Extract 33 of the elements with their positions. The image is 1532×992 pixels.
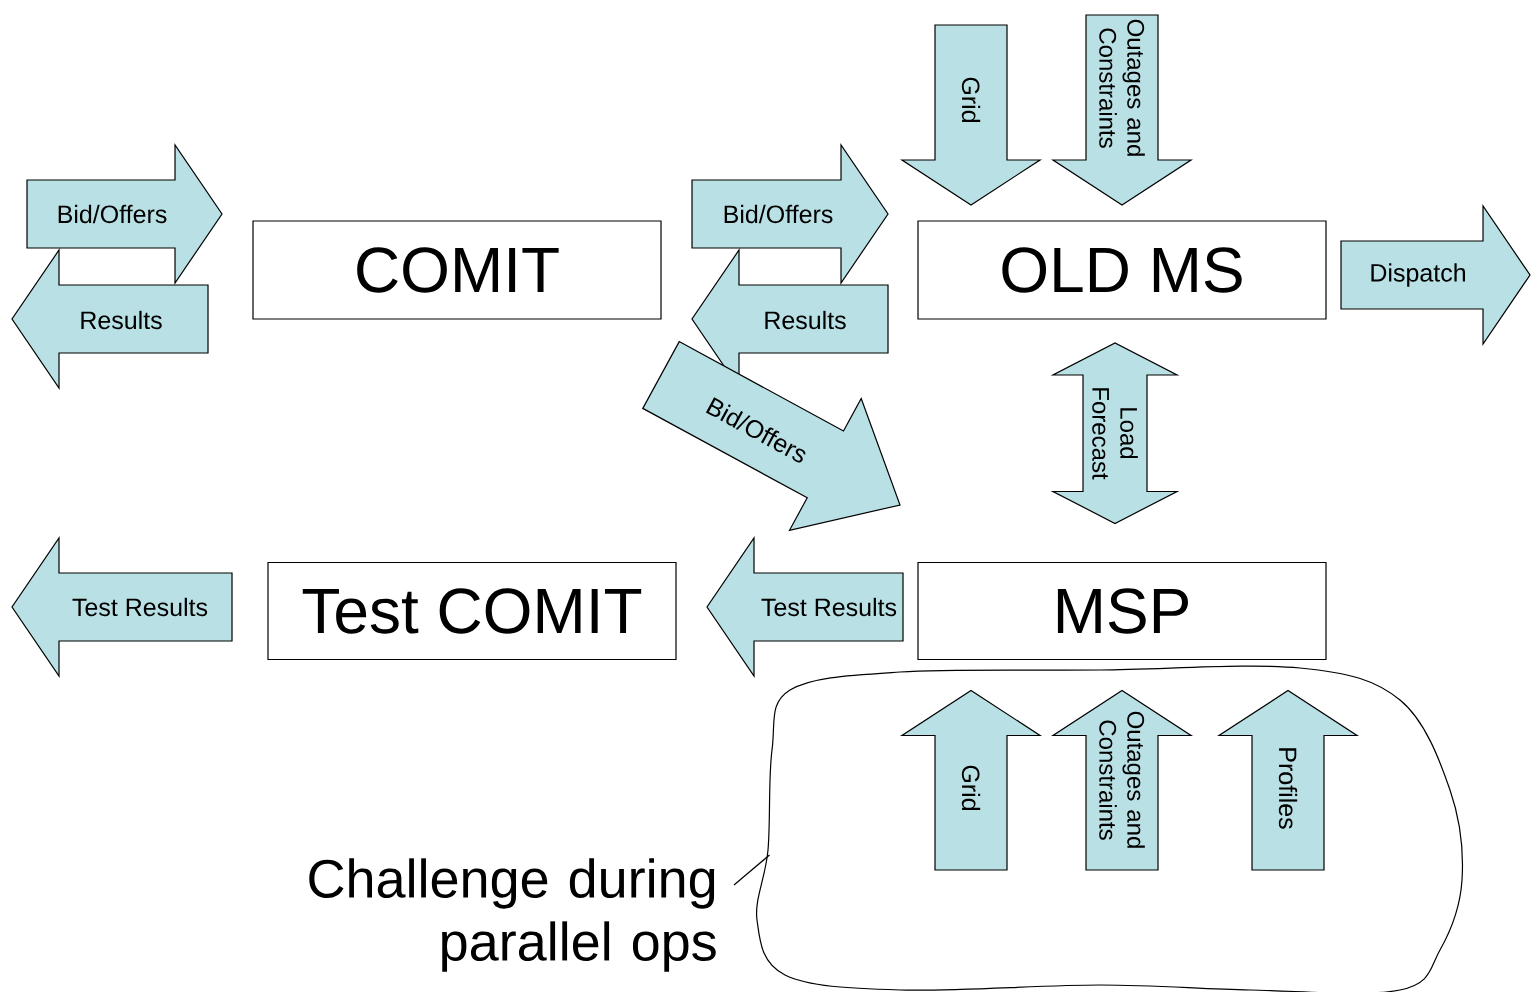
edge-label: Dispatch (1371, 263, 1465, 287)
edge-label: Test Results (72, 597, 208, 617)
note-text: Challenge during parallel ops (309, 858, 716, 972)
block-arrow (1051, 14, 1194, 206)
block-arrow (26, 143, 223, 285)
block-arrow (691, 143, 889, 285)
block-arrow (1217, 689, 1360, 871)
block-arrow (900, 24, 1043, 206)
system-box: COMIT (252, 220, 662, 320)
block-arrow (706, 536, 904, 678)
leader-line (733, 854, 771, 886)
edge-label: Bid/Offers (58, 204, 167, 224)
edge-label: Outages and Constraints (1099, 19, 1145, 156)
edge-label: Outages and Constraints (1099, 711, 1145, 848)
edge-label: Results (765, 310, 846, 330)
system-box: OLD MS (917, 220, 1327, 320)
block-arrow (1051, 689, 1194, 871)
block-arrow (900, 689, 1043, 871)
edge-label: Bid/Offers (724, 204, 833, 224)
edge-label: Grid (961, 765, 981, 810)
block-arrow (11, 248, 209, 390)
cloud-outline (756, 665, 1463, 992)
edge-label: Grid (961, 77, 981, 122)
edge-label: Load Forecast (1092, 388, 1138, 480)
edge-label: Test Results (761, 597, 897, 617)
block-arrow (1340, 204, 1531, 346)
system-box: Test COMIT (267, 561, 677, 661)
system-box: MSP (917, 561, 1327, 661)
edge-label: Results (81, 310, 162, 330)
block-arrow (642, 340, 901, 532)
block-arrow (11, 536, 233, 678)
edge-label: Profiles (1278, 748, 1298, 829)
block-arrow (1050, 342, 1180, 525)
